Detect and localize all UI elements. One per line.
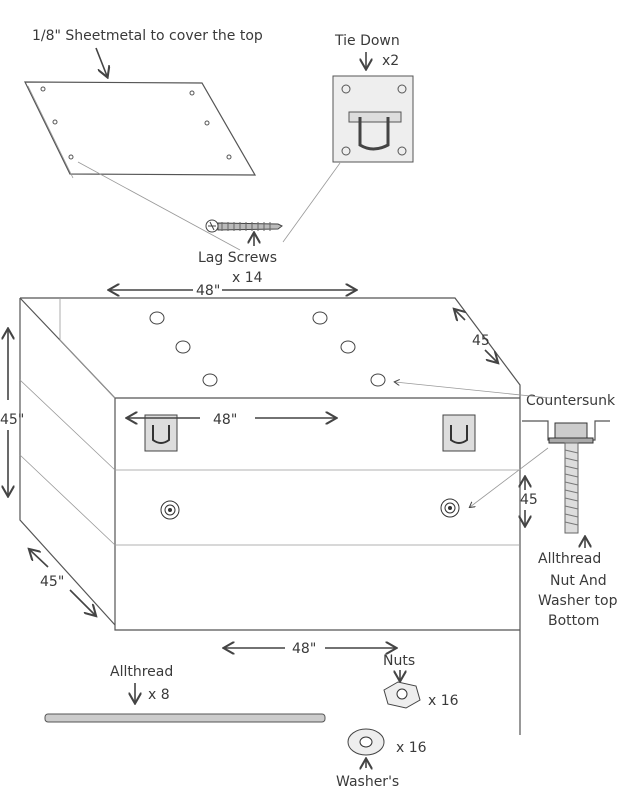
front-width-label: 48": [213, 412, 237, 428]
leader-line: [395, 382, 551, 399]
top-depth-label: 45: [472, 333, 490, 349]
leader-line: [470, 447, 549, 507]
tie-down-qty: x2: [382, 53, 399, 69]
top-width-label: 48": [196, 283, 220, 299]
nut-washer-line2: Washer top: [538, 593, 618, 609]
bottom-width-label: 48": [292, 641, 316, 657]
nut-icon: [383, 681, 421, 709]
allthread-qty: x 8: [148, 687, 170, 703]
right-height-label: 45: [520, 492, 538, 508]
washer-icon: [347, 728, 385, 756]
lag-screws-qty: x 14: [232, 270, 263, 286]
sheetmetal-label: 1/8" Sheetmetal to cover the top: [32, 28, 263, 44]
nuts-qty: x 16: [428, 693, 459, 709]
tie-down-label: Tie Down: [334, 33, 400, 49]
lag-screws-label: Lag Screws: [198, 250, 277, 266]
nuts-label: Nuts: [383, 653, 415, 669]
leader-line: [77, 161, 241, 251]
washers-label: Washer's: [336, 774, 399, 790]
washers-qty: x 16: [396, 740, 427, 756]
allthread-label: Allthread: [110, 664, 173, 680]
bottom-depth-label: 45": [40, 574, 64, 590]
left-height-label: 45": [0, 412, 24, 428]
countersunk-detail: [522, 420, 610, 534]
tie-down-front-left: [144, 414, 178, 452]
dimension-arrow: [30, 550, 49, 568]
tie-down-plate: [332, 75, 414, 163]
crate-box: [19, 297, 521, 735]
nut-washer-line1: Nut And: [550, 573, 607, 589]
tie-down-front-right: [442, 414, 476, 452]
dimension-arrow: [69, 589, 95, 615]
sheetmetal-plate: [24, 81, 257, 179]
lag-screw: [205, 219, 283, 233]
countersunk-label: Countersunk: [526, 393, 616, 409]
allthread-detail-label: Allthread: [538, 551, 601, 567]
allthread-rod: [44, 713, 326, 723]
bolt-head-right: [440, 498, 460, 518]
nut-washer-line3: Bottom: [548, 613, 599, 629]
bolt-head-left: [160, 500, 180, 520]
sheetmetal-arrow: [95, 47, 107, 76]
dimension-arrow: [484, 349, 497, 362]
leader-line: [282, 162, 341, 243]
dimension-arrow: [455, 310, 465, 320]
